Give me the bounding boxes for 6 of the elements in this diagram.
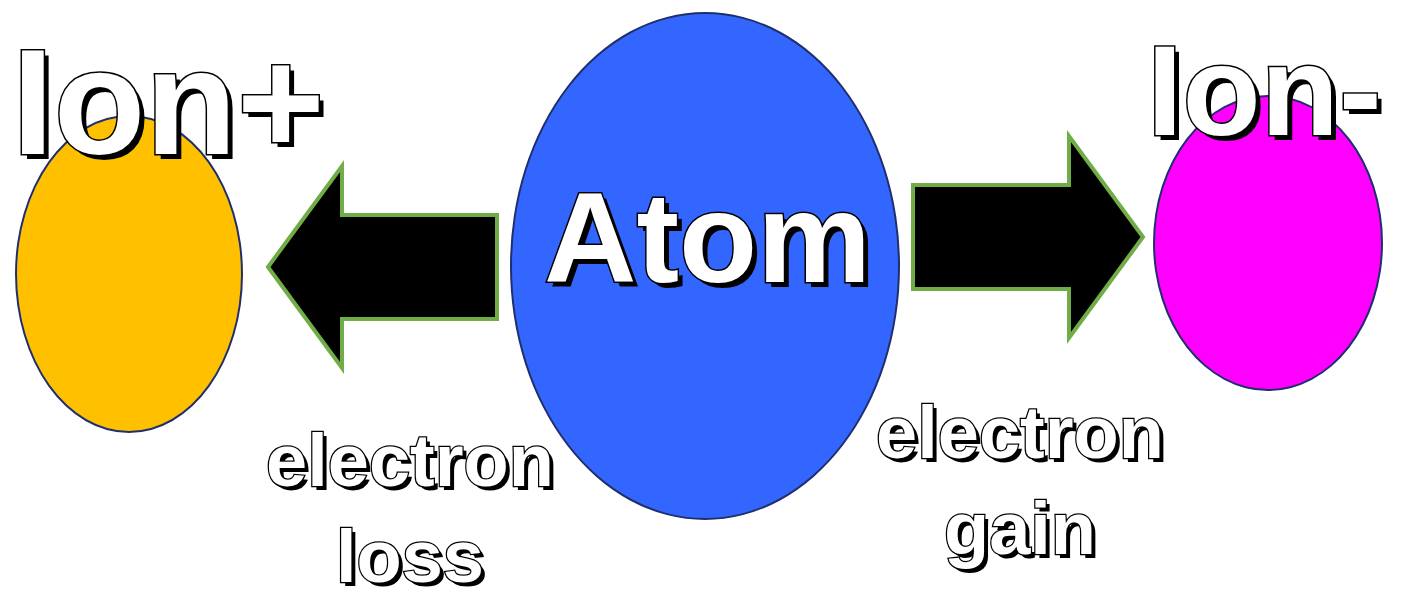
node-heading: Ion+ bbox=[12, 27, 325, 177]
node-label: Atom bbox=[544, 174, 872, 302]
edge-label: electron gain bbox=[875, 390, 1165, 575]
edge-label: electron loss bbox=[265, 418, 555, 601]
block-arrow bbox=[265, 159, 499, 375]
block-arrow bbox=[911, 129, 1146, 345]
